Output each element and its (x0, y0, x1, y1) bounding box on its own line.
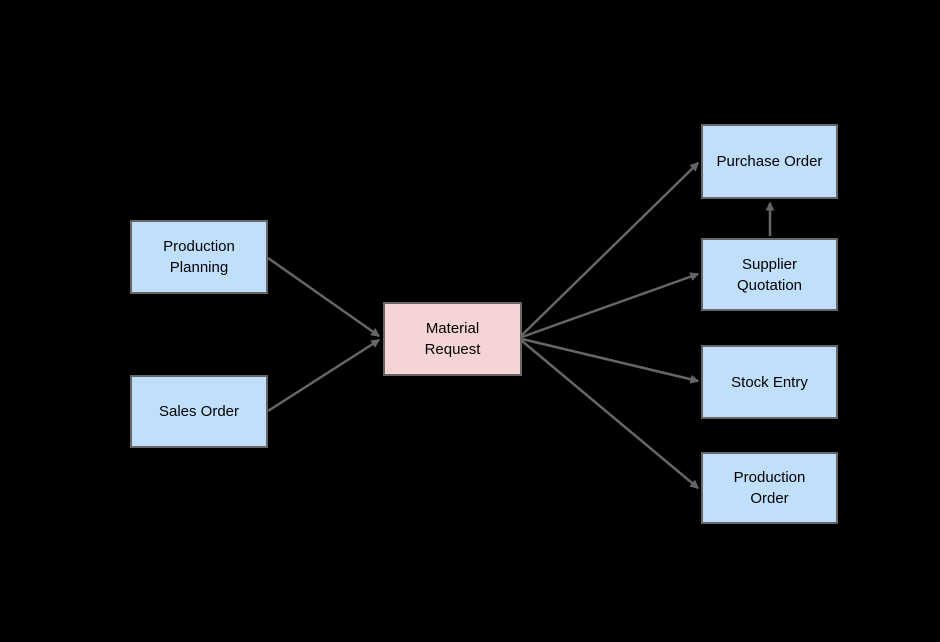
edge-material-request-to-supplier-quotation (521, 272, 700, 339)
node-supplier-quotation: Supplier Quotation (701, 238, 838, 311)
edge-material-request-to-stock-entry (521, 337, 700, 384)
node-stock-entry: Stock Entry (701, 345, 838, 419)
node-stock-entry-label: Stock Entry (731, 373, 808, 391)
node-production-order-label: Production Order (733, 469, 806, 507)
node-material-request: Material Request (383, 302, 522, 376)
edge-material-request-to-purchase-order (521, 162, 699, 336)
edge-production-planning-to-material-request (267, 256, 381, 338)
node-sales-order: Sales Order (130, 375, 268, 448)
node-production-planning-label: Production Planning (163, 238, 235, 276)
node-purchase-order: Purchase Order (701, 124, 838, 199)
node-material-request-label: Material Request (424, 320, 481, 358)
node-supplier-quotation-label: Supplier Quotation (736, 255, 803, 294)
node-production-planning: Production Planning (130, 220, 268, 294)
node-purchase-order-label: Purchase Order (716, 153, 823, 170)
edge-sales-order-to-material-request (267, 338, 381, 413)
node-production-order: Production Order (701, 452, 838, 524)
edge-material-request-to-production-order (521, 340, 700, 489)
node-sales-order-label: Sales Order (158, 403, 240, 420)
